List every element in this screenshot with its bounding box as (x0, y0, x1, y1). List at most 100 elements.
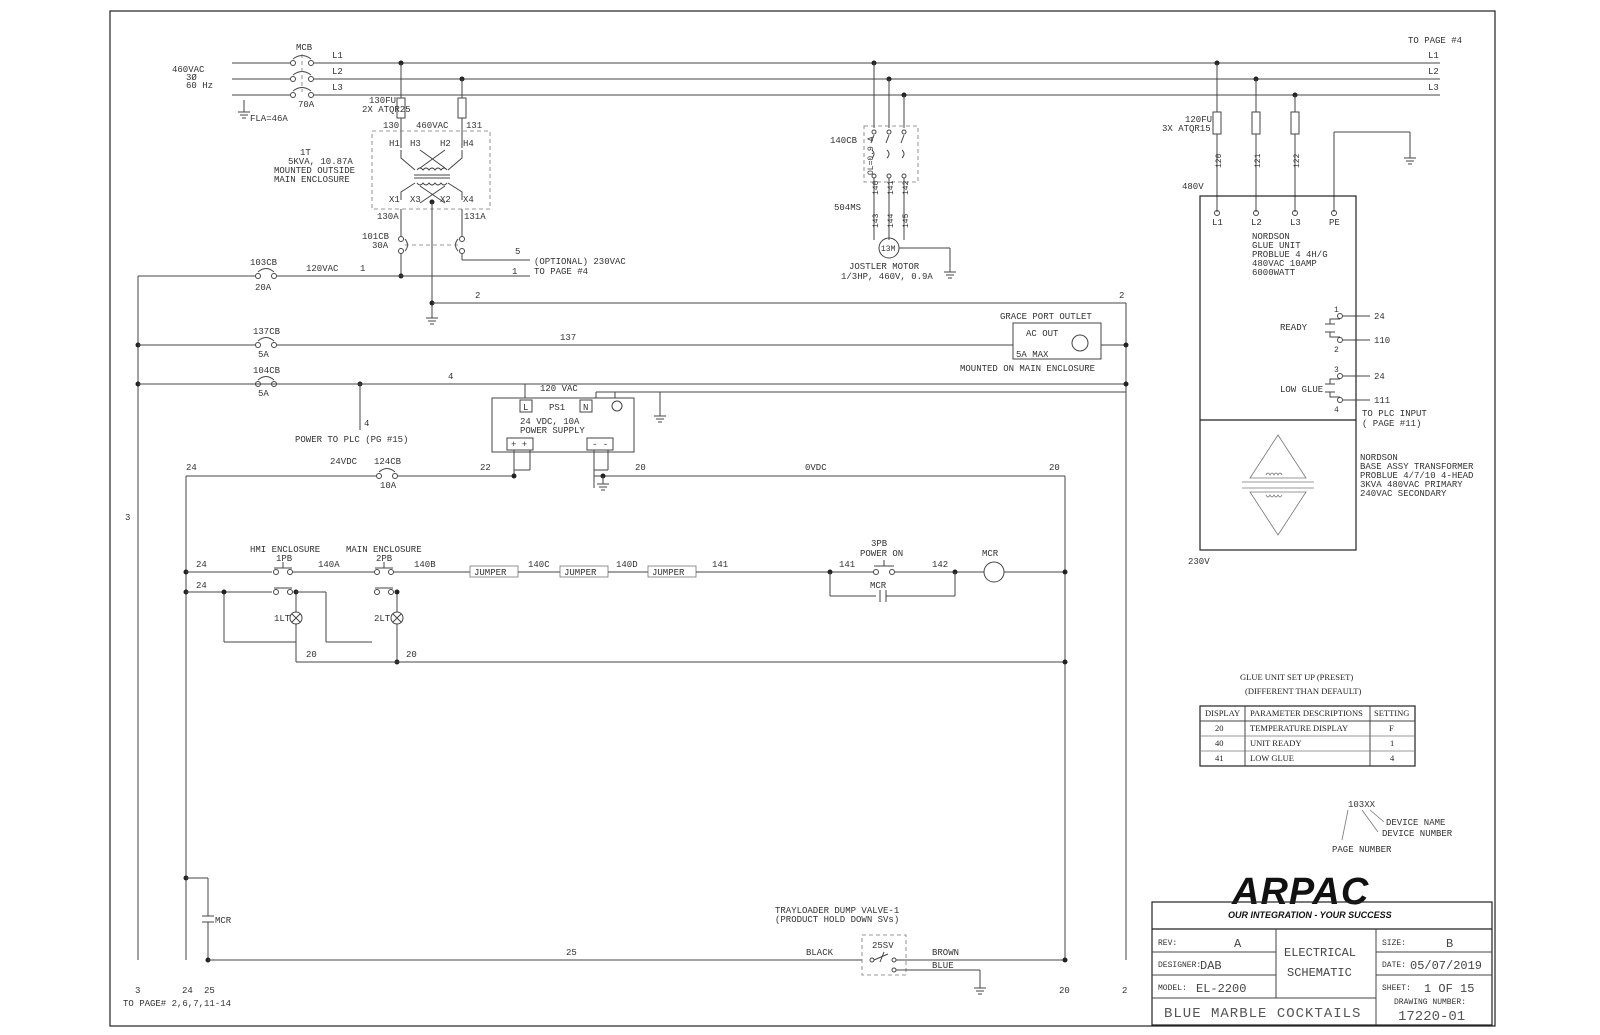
table-cell: UNIT READY (1250, 738, 1302, 748)
optional-to-page-label: TO PAGE #4 (534, 267, 588, 277)
ps1-terminal-l: L (523, 403, 528, 413)
fuse-130fu-label: 130FU (369, 96, 396, 106)
glue-desc-3: PROBLUE 4 4H/G (1252, 250, 1328, 260)
col-parameter: PARAMETER DESCRIPTIONS (1250, 708, 1363, 718)
terminal-x1: X1 (389, 195, 400, 205)
base-transformer-symbol (1242, 434, 1314, 536)
solenoid-valve-icon (869, 951, 897, 973)
mcr-coil-icon (983, 561, 1005, 583)
main-breaker-rating: 70A (298, 100, 315, 110)
glue-setup-title-2: (DIFFERENT THAN DEFAULT) (1245, 686, 1361, 696)
wire-140b: 140B (414, 560, 436, 570)
label-24vdc: 24VDC (330, 457, 358, 467)
ground-icon (944, 271, 956, 279)
ps1-desc-1: 24 VDC, 10A (520, 417, 580, 427)
wire-4-plc: 4 (364, 419, 369, 429)
to-page-4-label: TO PAGE #4 (1408, 36, 1462, 46)
line-l1-left: L1 (332, 51, 343, 61)
trayloader-title-1: TRAYLOADER DUMP VALVE-1 (775, 906, 899, 916)
wire-24-rung-b: 24 (196, 581, 207, 591)
line-l3-right: L3 (1428, 83, 1439, 93)
glue-unit: 120FU 3X ATQR15 120 121 122 480V L1 L2 L… (1162, 60, 1474, 567)
ground-icon (654, 415, 666, 423)
transformer-1t: 130FU 2X ATQR25 130 131 460VAC H1 H3 H2 … (274, 60, 626, 325)
overload-setting: OL=0.9 A (867, 136, 876, 175)
breaker-140cb: 140CB (830, 136, 858, 146)
glue-ready-label: READY (1280, 323, 1308, 333)
breaker-124cb: 124CB (374, 457, 402, 467)
power-to-plc-label: POWER TO PLC (PG #15) (295, 435, 408, 445)
wire-blue: BLUE (932, 961, 954, 971)
motor-13m: 13M (881, 245, 896, 254)
transformer-mount-1: MOUNTED OUTSIDE (274, 166, 355, 176)
pushbutton-1pb (273, 562, 293, 595)
pb-3pb: 3PB (871, 539, 888, 549)
terminal-h4: H4 (463, 139, 474, 149)
wire-1-opt: 1 (512, 267, 517, 277)
drawing-number: 17220-01 (1398, 1009, 1465, 1025)
lamp-2lt-label: 2LT (374, 614, 391, 624)
pb-2pb: 2PB (376, 554, 393, 564)
glue-wire-24-a: 24 (1374, 312, 1385, 322)
glue-desc-1: NORDSON (1252, 232, 1290, 242)
terminal-x4: X4 (463, 195, 474, 205)
jostler-motor-circuit: 140CB OL=0.9 A 140 141 142 504MS 143 144… (830, 60, 956, 282)
base-desc-4: 3KVA 480VAC PRIMARY (1360, 480, 1463, 490)
wire-2: 2 (475, 291, 480, 301)
base-desc-2: BASE ASSY TRANSFORMER (1360, 462, 1474, 472)
wire-22: 22 (480, 463, 491, 473)
breaker-101cb-rating: 30A (372, 241, 389, 251)
wire-130a: 130A (377, 212, 399, 222)
rev-label: REV: (1158, 939, 1177, 948)
wire-20: 20 (635, 463, 646, 473)
wire-5: 5 (515, 247, 520, 257)
power-on-label: POWER ON (860, 549, 903, 559)
col-display: DISPLAY (1205, 708, 1240, 718)
wire-141-motor: 141 (887, 180, 896, 195)
main-enclosure-label: MAIN ENCLOSURE (346, 545, 422, 555)
wire-122: 122 (1293, 153, 1302, 168)
table-cell: 1 (1390, 738, 1394, 748)
wire-20-right: 20 (1049, 463, 1060, 473)
wire-140c: 140C (528, 560, 550, 570)
wire-24-rung-a: 24 (196, 560, 207, 570)
ground-icon (426, 317, 438, 325)
breaker-103cb: 103CB (250, 258, 278, 268)
breaker-137cb-rating: 5A (258, 350, 269, 360)
glue-wire-110: 110 (1374, 336, 1390, 346)
ground-icon (1404, 157, 1416, 165)
grace-port-mounted: MOUNTED ON MAIN ENCLOSURE (960, 364, 1095, 374)
designer-label: DESIGNER: (1158, 961, 1201, 970)
wire-25: 25 (566, 948, 577, 958)
label-120vac: 120VAC (306, 264, 339, 274)
jostler-motor-rating: 1/3HP, 460V, 0.9A (841, 272, 933, 282)
grace-port-ac-out: AC OUT (1026, 329, 1059, 339)
fla-label: FLA=46A (250, 114, 288, 124)
glue-desc-5: 6000WATT (1252, 268, 1296, 278)
line-l2-left: L2 (332, 67, 343, 77)
ground-icon (238, 100, 250, 119)
title-block: ARPAC OUR INTEGRATION - YOUR SUCCESS REV… (1151, 871, 1493, 1026)
sheet-value: 1 OF 15 (1424, 982, 1474, 996)
wire-140d: 140D (616, 560, 638, 570)
ground-icon (597, 476, 609, 491)
table-cell: LOW GLUE (1250, 753, 1294, 763)
wire-142-motor: 142 (902, 180, 911, 195)
wire-140: 140 (872, 180, 881, 195)
legend-code: 103XX (1348, 800, 1376, 810)
wire-142: 142 (932, 560, 948, 570)
trayloader-rung: MCR 25 BLACK TRAYLOADER DUMP VALVE-1 (PR… (123, 875, 1068, 1009)
glue-desc-2: GLUE UNIT (1252, 241, 1301, 251)
table-cell: 41 (1215, 753, 1224, 763)
starter-enclosure (863, 125, 919, 183)
line-l2-right: L2 (1428, 67, 1439, 77)
model-value: EL-2200 (1196, 982, 1246, 996)
date-label: DATE: (1382, 961, 1406, 970)
terminal-h2: H2 (440, 139, 451, 149)
wire-2-right: 2 (1119, 291, 1124, 301)
wire-4: 4 (448, 372, 453, 382)
grace-port-max: 5A MAX (1016, 350, 1049, 360)
line-l1-right: L1 (1428, 51, 1439, 61)
wire-141: 141 (712, 560, 728, 570)
